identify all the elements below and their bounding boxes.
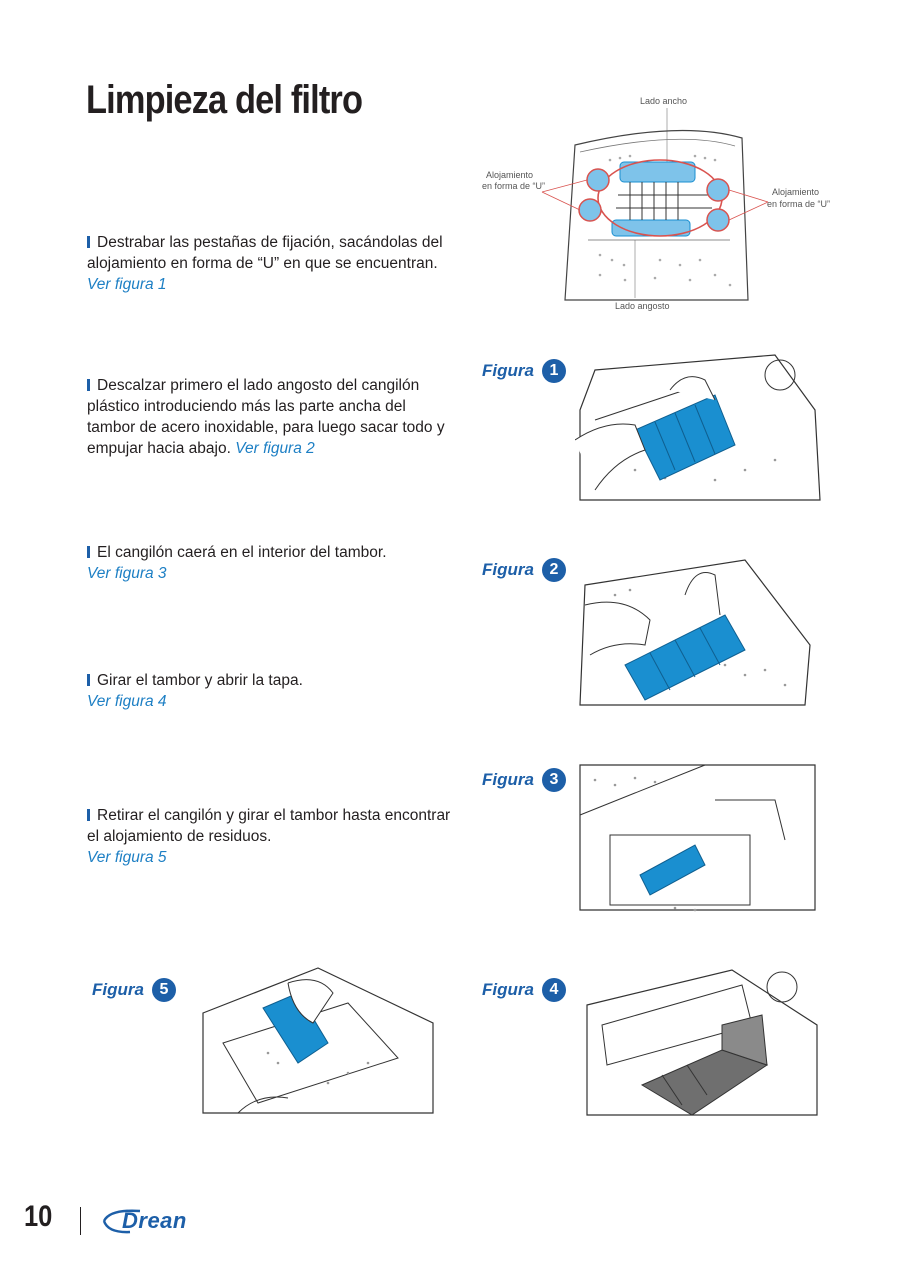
step-2: Descalzar primero el lado angosto del ca… bbox=[87, 375, 457, 459]
bullet-marker bbox=[87, 236, 90, 248]
step-1: Destrabar las pestañas de fijación, sacá… bbox=[87, 232, 457, 295]
label-u-left-1: Alojamiento bbox=[486, 170, 533, 180]
step-1-text: Destrabar las pestañas de fijación, sacá… bbox=[87, 234, 443, 272]
figure-3-label: Figura 3 bbox=[482, 768, 566, 792]
label-wide-side: Lado ancho bbox=[640, 96, 687, 106]
step-2-ref: Ver figura 2 bbox=[235, 440, 315, 457]
figure-2-label: Figura 2 bbox=[482, 558, 566, 582]
step-2-text: Descalzar primero el lado angosto del ca… bbox=[87, 377, 445, 457]
figure-word: Figura bbox=[482, 361, 534, 380]
bullet-marker bbox=[87, 379, 90, 391]
step-5-ref: Ver figura 5 bbox=[87, 849, 167, 866]
figure-number: 4 bbox=[541, 978, 566, 1002]
figure-number: 5 bbox=[151, 978, 176, 1002]
filter-diagram: Lado ancho Lado angosto Alojamiento en f… bbox=[480, 90, 840, 315]
figure-5-label: Figura 5 bbox=[92, 978, 176, 1002]
label-narrow-side: Lado angosto bbox=[615, 301, 670, 311]
brand-name: Drean bbox=[122, 1208, 187, 1233]
figure-2-illustration bbox=[575, 555, 815, 710]
step-1-ref: Ver figura 1 bbox=[87, 276, 167, 293]
figure-number: 3 bbox=[541, 768, 566, 792]
bullet-marker bbox=[87, 546, 90, 558]
page-number: 10 bbox=[24, 1200, 53, 1233]
figure-4-label: Figura 4 bbox=[482, 978, 566, 1002]
brand-logo: Drean bbox=[100, 1205, 215, 1242]
footer-divider bbox=[80, 1207, 81, 1235]
figure-word: Figura bbox=[482, 770, 534, 789]
bullet-marker bbox=[87, 674, 90, 686]
step-5: Retirar el cangilón y girar el tambor ha… bbox=[87, 805, 457, 868]
step-4-ref: Ver figura 4 bbox=[87, 693, 167, 710]
bullet-marker bbox=[87, 809, 90, 821]
figure-3-illustration bbox=[575, 760, 820, 915]
step-3-ref: Ver figura 3 bbox=[87, 565, 167, 582]
step-4-text: Girar el tambor y abrir la tapa. bbox=[97, 672, 303, 689]
figure-word: Figura bbox=[482, 560, 534, 579]
figure-4-illustration bbox=[582, 965, 822, 1123]
brand-swoosh-icon bbox=[102, 1209, 141, 1234]
step-4: Girar el tambor y abrir la tapa. Ver fig… bbox=[87, 670, 457, 712]
figure-5-illustration bbox=[198, 963, 438, 1120]
figure-number: 2 bbox=[541, 558, 566, 582]
step-3-text: El cangilón caerá en el interior del tam… bbox=[97, 544, 387, 561]
label-u-right-2: en forma de “U” bbox=[767, 199, 830, 209]
step-3: El cangilón caerá en el interior del tam… bbox=[87, 542, 457, 584]
label-u-left-2: en forma de “U” bbox=[482, 181, 545, 191]
figure-number: 1 bbox=[541, 359, 566, 383]
figure-word: Figura bbox=[482, 980, 534, 999]
figure-1-label: Figura 1 bbox=[482, 359, 566, 383]
page-title: Limpieza del filtro bbox=[86, 78, 363, 122]
figure-word: Figura bbox=[92, 980, 144, 999]
figure-1-illustration bbox=[575, 350, 825, 507]
step-5-text: Retirar el cangilón y girar el tambor ha… bbox=[87, 807, 451, 845]
label-u-right-1: Alojamiento bbox=[772, 187, 819, 197]
